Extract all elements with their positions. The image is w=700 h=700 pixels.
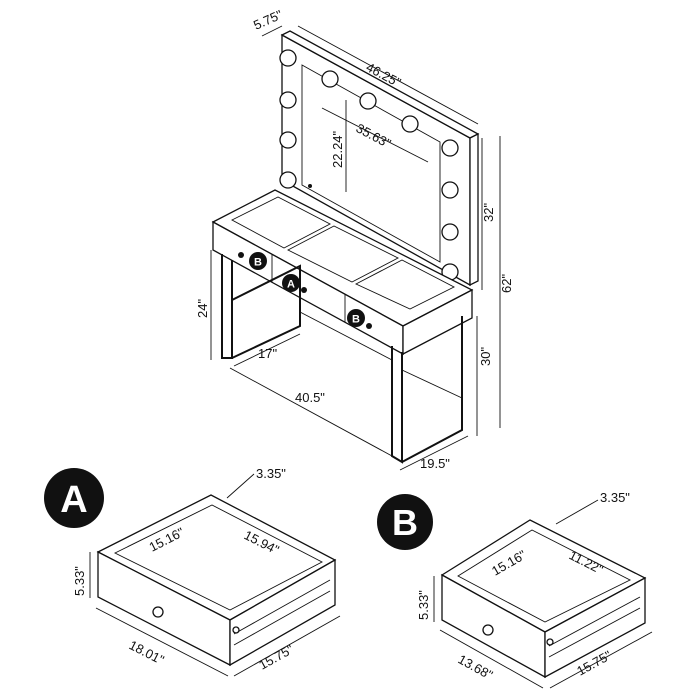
table-apron-side bbox=[402, 288, 473, 356]
bulb bbox=[441, 139, 459, 157]
compartment-right bbox=[354, 259, 455, 310]
table-legs bbox=[221, 254, 463, 464]
drawer-b-detail: B 3.35" 15.16" 11.22" 5.33" 13.68" 15.75… bbox=[377, 490, 653, 689]
dim-drawer-a-height: 5.33" bbox=[72, 566, 87, 596]
bulb bbox=[321, 70, 339, 88]
dim-drawer-b-side: 3.35" bbox=[600, 490, 630, 505]
drawer-a-detail: A 3.35" 15.16" 15.94" 5.33" 18.01" 15.75… bbox=[44, 466, 341, 677]
drawer-a-knob bbox=[152, 606, 164, 618]
drawer-knob bbox=[238, 252, 244, 258]
dim-leg-depth: 17" bbox=[258, 346, 277, 361]
dim-table-width: 40.5" bbox=[295, 390, 325, 405]
bulb bbox=[359, 92, 377, 110]
drawer-b-badge-label: B bbox=[392, 502, 418, 543]
dim-drawer-b-front-width: 13.68" bbox=[456, 652, 496, 683]
drawer-a-side bbox=[229, 558, 336, 667]
bulb bbox=[401, 115, 419, 133]
bulb bbox=[279, 49, 297, 67]
drawer-b-side bbox=[544, 576, 646, 679]
bulb bbox=[279, 131, 297, 149]
drawer-b-runner bbox=[546, 638, 554, 646]
mirror-side-edge bbox=[469, 132, 479, 287]
bulb bbox=[441, 223, 459, 241]
bulb bbox=[441, 181, 459, 199]
mirror-switch bbox=[308, 184, 312, 188]
dim-mirror-glass-height: 22.24" bbox=[330, 130, 345, 168]
drawer-b-marker: B bbox=[249, 252, 267, 270]
marker-a-label: A bbox=[287, 279, 295, 291]
drawer-a-badge: A bbox=[44, 468, 104, 528]
drawer-b-marker-2: B bbox=[347, 309, 365, 327]
drawer-a-marker: A bbox=[282, 274, 300, 292]
bulb bbox=[279, 171, 297, 189]
dim-table-depth: 19.5" bbox=[420, 456, 450, 471]
dim-overall-height: 62" bbox=[499, 274, 514, 293]
dim-mirror-height: 32" bbox=[481, 203, 496, 222]
drawer-knob bbox=[366, 323, 372, 329]
bulb bbox=[279, 91, 297, 109]
drawer-a-badge-label: A bbox=[60, 479, 87, 521]
dim-leg-height: 24" bbox=[195, 299, 210, 318]
drawer-a-inner bbox=[113, 504, 323, 611]
compartment-left bbox=[231, 196, 331, 249]
drawer-b-inner bbox=[457, 529, 632, 623]
dim-mirror-depth: 5.75" bbox=[251, 7, 285, 33]
drawer-knob bbox=[301, 287, 307, 293]
vanity-illustration: B A B bbox=[211, 30, 480, 464]
drawer-b-knob bbox=[482, 624, 494, 636]
dim-drawer-b-height: 5.33" bbox=[416, 590, 431, 620]
marker-b-label: B bbox=[254, 257, 262, 269]
dim-table-height: 30" bbox=[478, 347, 493, 366]
mirror-glass bbox=[301, 64, 441, 263]
drawer-a-runner bbox=[232, 626, 240, 634]
marker-b-label: B bbox=[352, 314, 360, 326]
compartment-middle bbox=[287, 225, 399, 283]
dim-drawer-a-side: 3.35" bbox=[256, 466, 286, 481]
drawer-b-badge: B bbox=[377, 494, 433, 550]
